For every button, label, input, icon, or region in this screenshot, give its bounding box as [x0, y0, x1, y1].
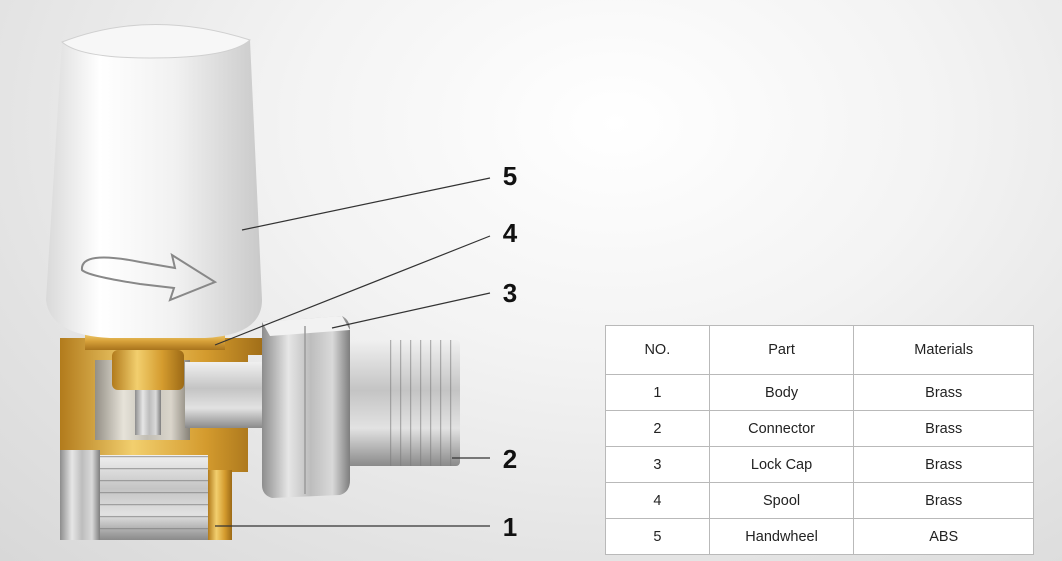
- cell-no: 4: [605, 482, 710, 519]
- table-row: 3 Lock Cap Brass: [605, 446, 1034, 483]
- cell-no: 5: [605, 518, 710, 555]
- table-row: 5 Handwheel ABS: [605, 518, 1034, 555]
- cell-material: Brass: [853, 410, 1034, 447]
- table-row: 4 Spool Brass: [605, 482, 1034, 519]
- header-no: NO.: [605, 325, 710, 375]
- callout-number-1: 1: [502, 512, 518, 542]
- cell-no: 2: [605, 410, 710, 447]
- handwheel-part: [46, 24, 262, 338]
- callout-number-4: 4: [502, 218, 518, 248]
- cell-material: Brass: [853, 374, 1034, 411]
- table-row: 1 Body Brass: [605, 374, 1034, 411]
- header-materials: Materials: [853, 325, 1034, 375]
- header-part: Part: [708, 325, 855, 375]
- callout-number-3: 3: [502, 278, 518, 308]
- cell-part: Spool: [708, 482, 855, 519]
- callout-number-2: 2: [502, 444, 518, 474]
- connector-part: [185, 340, 460, 466]
- callout-number-5: 5: [502, 161, 518, 191]
- cell-no: 3: [605, 446, 710, 483]
- cell-part: Handwheel: [708, 518, 855, 555]
- cell-part: Lock Cap: [708, 446, 855, 483]
- cell-part: Connector: [708, 410, 855, 447]
- cell-material: ABS: [853, 518, 1034, 555]
- table-row: 2 Connector Brass: [605, 410, 1034, 447]
- leader-lines: [214, 177, 491, 527]
- table-header-row: NO. Part Materials: [605, 325, 1034, 375]
- cell-part: Body: [708, 374, 855, 411]
- lock-cap-part: [262, 316, 350, 498]
- cell-no: 1: [605, 374, 710, 411]
- cell-material: Brass: [853, 482, 1034, 519]
- parts-materials-table: NO. Part Materials 1 Body Brass 2 Connec…: [605, 325, 1034, 555]
- cell-material: Brass: [853, 446, 1034, 483]
